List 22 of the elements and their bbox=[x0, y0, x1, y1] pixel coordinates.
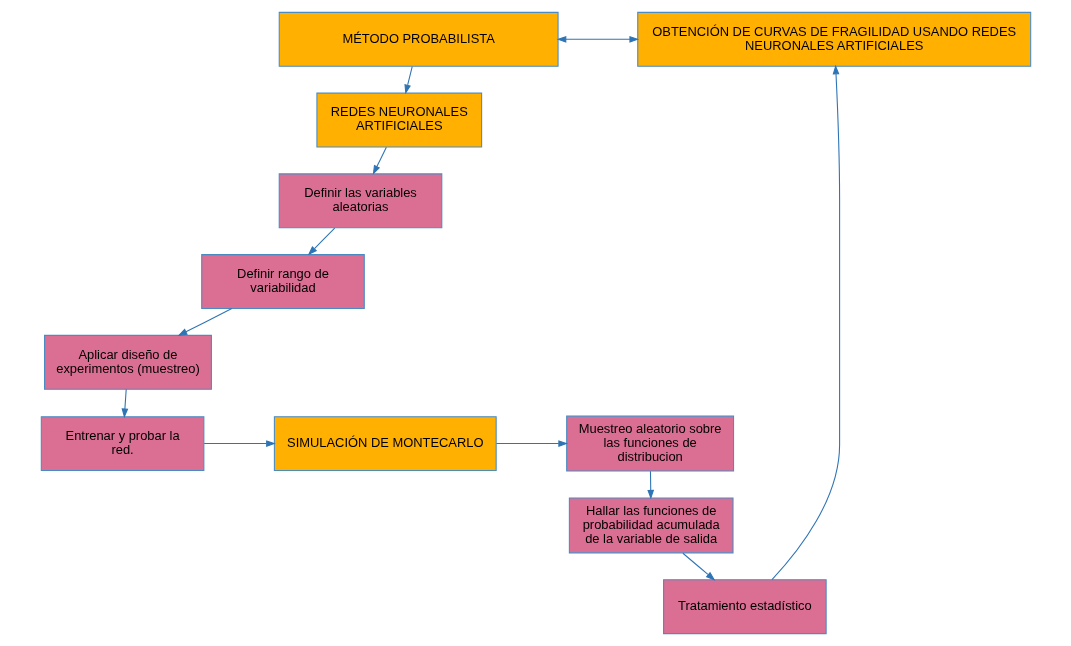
arrow bbox=[681, 552, 715, 581]
arrow bbox=[372, 146, 387, 175]
arrow bbox=[121, 388, 128, 419]
node-box: OBTENCIÓN DE CURVAS DE FRAGILIDAD USANDO REDES NEURONALES ARTIFICIALES bbox=[636, 11, 1031, 67]
arrow bbox=[770, 64, 840, 581]
node-box: Hallar las funciones de probabilidad acumulada de la variable de salida bbox=[568, 497, 734, 554]
node-box: Definir rango de variabilidad bbox=[200, 254, 365, 309]
node-box: Entrenar y probar la red. bbox=[40, 416, 204, 472]
node-box: Definir las variables aleatorias bbox=[278, 173, 442, 229]
node-box: Tratamiento estadístico bbox=[662, 579, 827, 635]
arrow bbox=[203, 440, 276, 447]
arrow bbox=[307, 227, 335, 256]
arrow bbox=[177, 308, 232, 337]
arrow bbox=[403, 66, 413, 95]
node-box: SIMULACIÓN DE MONTECARLO bbox=[273, 416, 497, 472]
arrow bbox=[556, 35, 639, 43]
arrow bbox=[646, 470, 654, 500]
node-box: Muestreo aleatorio sobre las funciones de distribucion bbox=[565, 415, 734, 472]
arrow bbox=[495, 440, 568, 447]
node-box: MÉTODO PROBABILISTA bbox=[278, 11, 559, 67]
node-box: Aplicar diseño de experimentos (muestreo) bbox=[43, 334, 212, 390]
node-box: REDES NEURONALES ARTIFICIALES bbox=[315, 92, 482, 148]
